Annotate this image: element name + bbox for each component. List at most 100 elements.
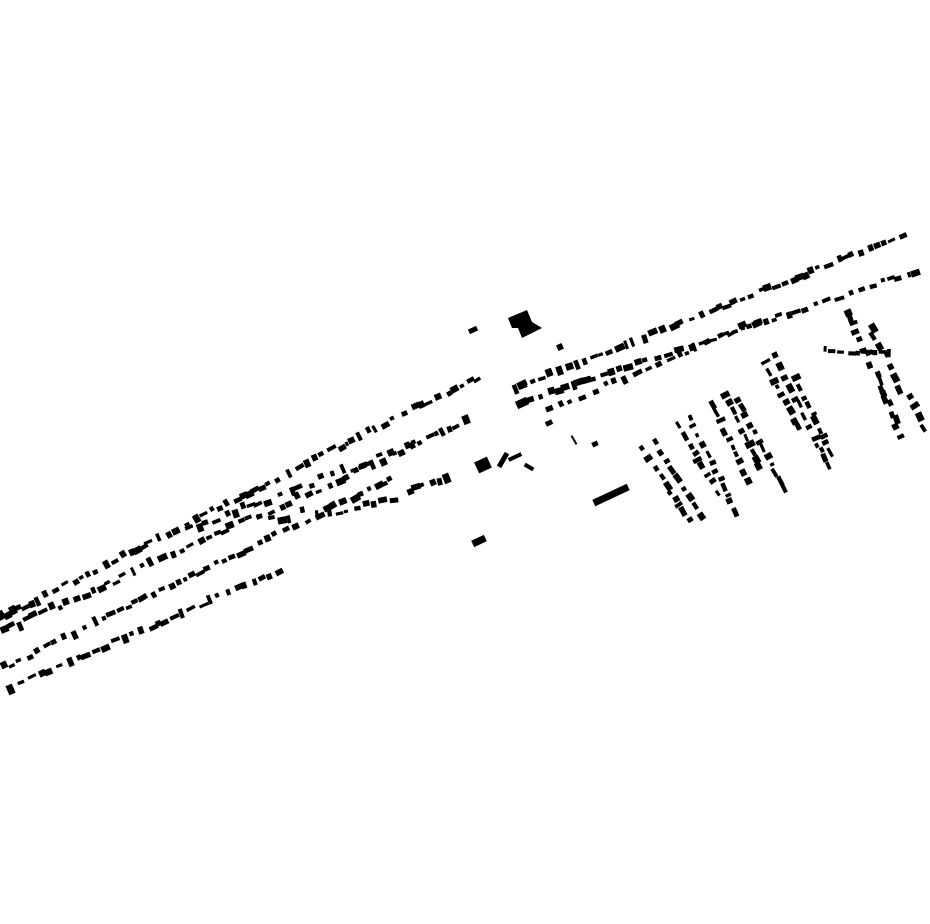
building — [100, 643, 111, 654]
building — [37, 607, 49, 616]
building — [244, 514, 253, 521]
building — [686, 516, 694, 524]
building — [771, 351, 779, 359]
building — [317, 450, 325, 458]
building — [537, 375, 547, 382]
building — [81, 624, 88, 631]
building — [674, 318, 684, 327]
building — [389, 415, 395, 421]
building — [658, 472, 666, 481]
building — [274, 476, 281, 484]
building — [688, 422, 697, 429]
building — [264, 480, 271, 487]
building — [436, 477, 443, 486]
building — [514, 396, 530, 410]
building — [804, 400, 812, 409]
building — [8, 663, 16, 669]
building — [326, 508, 333, 517]
building — [716, 332, 725, 339]
building — [622, 363, 634, 372]
building — [169, 550, 177, 559]
building — [523, 462, 535, 472]
building — [769, 462, 775, 467]
building — [433, 430, 440, 437]
building — [51, 586, 60, 595]
building — [213, 529, 222, 536]
building — [422, 399, 433, 407]
building — [364, 426, 372, 434]
building — [765, 367, 773, 377]
building — [302, 458, 312, 469]
building — [724, 492, 732, 498]
building — [590, 376, 597, 382]
building — [362, 499, 371, 507]
building — [233, 496, 243, 505]
building — [225, 588, 232, 596]
building — [813, 300, 819, 307]
building — [347, 436, 356, 445]
building — [680, 485, 687, 493]
building — [687, 414, 694, 422]
building — [687, 442, 695, 451]
building — [762, 317, 770, 326]
building — [417, 400, 426, 410]
building — [672, 472, 683, 484]
building — [410, 439, 417, 445]
building — [570, 380, 578, 391]
building — [378, 457, 388, 467]
building — [221, 557, 228, 564]
building — [855, 335, 863, 343]
building — [136, 593, 149, 603]
building — [708, 306, 719, 315]
building — [898, 232, 908, 240]
building — [891, 422, 900, 431]
building — [657, 324, 667, 334]
building — [570, 435, 578, 445]
building — [672, 495, 681, 504]
building — [170, 526, 181, 536]
building — [159, 618, 170, 627]
building — [632, 368, 643, 378]
building — [400, 410, 409, 417]
building — [467, 325, 479, 335]
building — [696, 511, 707, 522]
building — [876, 375, 884, 386]
building — [55, 663, 63, 669]
building — [729, 405, 738, 416]
building — [790, 372, 802, 383]
building — [775, 361, 785, 372]
building — [60, 632, 68, 641]
building — [537, 393, 544, 400]
building — [466, 376, 475, 384]
building — [809, 414, 820, 426]
building — [692, 455, 703, 465]
building — [868, 331, 877, 342]
building — [118, 549, 128, 559]
building — [66, 656, 75, 668]
building — [240, 581, 248, 590]
building — [425, 432, 436, 440]
building — [684, 350, 690, 356]
building — [800, 395, 808, 402]
building — [837, 350, 844, 354]
building — [836, 254, 844, 263]
building — [694, 432, 700, 438]
building — [357, 490, 364, 498]
building — [339, 463, 347, 474]
building — [169, 613, 180, 621]
building — [698, 340, 705, 346]
building — [389, 497, 399, 504]
building — [796, 399, 803, 409]
building — [187, 570, 197, 579]
building — [418, 482, 425, 488]
building — [785, 311, 793, 320]
building — [270, 530, 278, 538]
building — [516, 379, 528, 389]
building — [560, 382, 571, 392]
building — [758, 286, 765, 293]
building — [382, 480, 389, 487]
building — [744, 439, 756, 450]
building — [855, 350, 861, 356]
building — [154, 619, 162, 628]
building — [889, 372, 901, 384]
